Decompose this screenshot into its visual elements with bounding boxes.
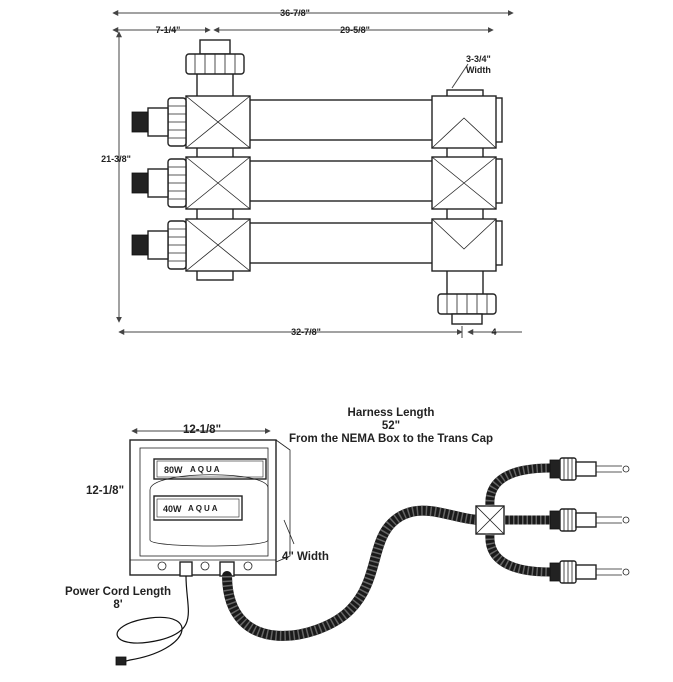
ballast-80w-brand: AQUA (190, 465, 222, 474)
left-fitting-lower (131, 220, 187, 270)
height-label: 21-3/8" (101, 154, 131, 164)
power-cord-title: Power Cord Length (65, 586, 171, 598)
cross-width-leader (451, 63, 469, 89)
right-cross-upper (431, 95, 497, 149)
center-span-label: 29-5/8" (340, 25, 370, 35)
left-cross-middle-x (185, 156, 251, 210)
nema-box-drawing: 12-1/8" 12-1/8" 4" Width 80W AQUA 40W AQ… (65, 407, 630, 666)
ballast-80w: 80W AQUA (153, 458, 267, 480)
left-cross-upper-x (185, 95, 251, 149)
harness-desc: From the NEMA Box to the Trans Cap (289, 433, 493, 445)
trans-cap-middle (549, 508, 630, 532)
ballast-40w-wattage: 40W (163, 504, 182, 514)
left-fitting-middle (131, 158, 187, 208)
cross-width-label: 3-3/4" (466, 54, 491, 64)
branch-harness-lower (485, 533, 551, 577)
top-union-cap (199, 39, 231, 55)
right-cross-upper-v (431, 117, 497, 149)
overall-width-label: 36-7/8" (280, 8, 310, 18)
left-cross-lower-x (185, 218, 251, 272)
power-cord-gland (179, 561, 193, 577)
right-cross-lower (431, 218, 497, 272)
left-fitting-upper (131, 97, 187, 147)
nema-box-side (275, 439, 291, 563)
ballast-40w: 40W AQUA (153, 495, 243, 521)
left-offset-label: 7-1/4" (156, 25, 181, 35)
box-depth-label: 4" Width (282, 551, 329, 563)
cross-width-word: Width (466, 65, 491, 75)
upper-pipe (244, 99, 436, 141)
branch-harness-upper (485, 463, 551, 507)
harness-title: Harness Length (348, 407, 435, 419)
trans-cap-lower (549, 560, 630, 584)
power-cord-length: 8' (113, 599, 122, 611)
trans-cap-upper (549, 457, 630, 481)
right-cross-lower-v (431, 218, 497, 250)
box-height-label: 12-1/8" (86, 485, 124, 497)
box-depth-leader (283, 519, 295, 545)
power-cord (116, 575, 189, 663)
power-plug (115, 656, 127, 666)
box-width-label: 12-1/8" (183, 424, 221, 436)
middle-pipe (244, 160, 436, 202)
lower-pipe (244, 222, 436, 264)
bottom-right-label: 4 (491, 327, 496, 337)
right-cross-middle-x (431, 156, 497, 210)
ballast-40w-brand: AQUA (188, 504, 220, 513)
bottom-union-cap (451, 313, 483, 325)
manifold-drawing: 36-7/8" 7-1/4" 29-5/8" 3-3/4" Width 21-3… (101, 8, 522, 338)
ballast-80w-wattage: 80W (164, 465, 183, 475)
bottom-length-label: 32-7/8" (291, 327, 321, 337)
internal-wiring (149, 474, 269, 547)
harness-length: 52" (382, 420, 400, 432)
